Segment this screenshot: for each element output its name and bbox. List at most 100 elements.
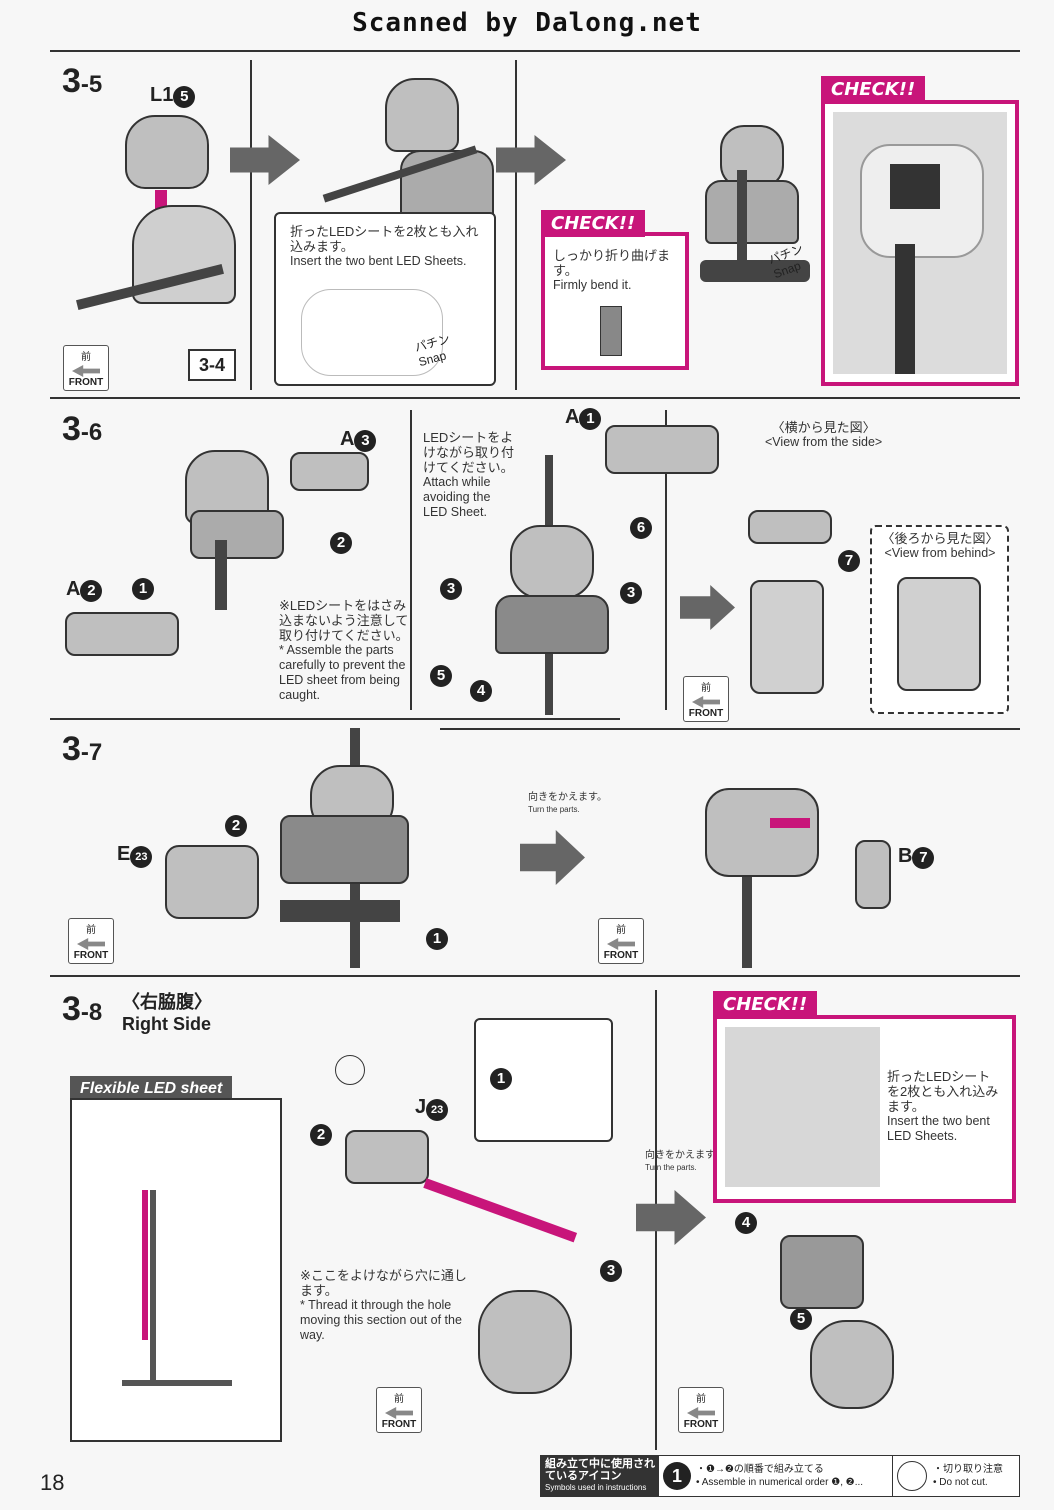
check-tag-3-8: CHECK!! bbox=[713, 991, 818, 1018]
rule-3-6-right bbox=[440, 728, 1020, 730]
body-3-7-right bbox=[705, 788, 819, 877]
side-body bbox=[750, 580, 824, 694]
callout-2: 2 bbox=[225, 815, 247, 837]
rule-3-6-left bbox=[50, 718, 620, 720]
behind-body bbox=[897, 577, 981, 691]
led-note: LEDシートをよけながら取り付けてください。 Attach while avoi… bbox=[423, 430, 515, 519]
note-en: Insert the two bent LED Sheets. bbox=[290, 254, 467, 268]
callout-1: 1 bbox=[426, 928, 448, 950]
check-jp: しっかり折り曲げます。 bbox=[553, 248, 671, 278]
page-number: 18 bbox=[40, 1470, 65, 1495]
led-sheet-base bbox=[700, 260, 810, 282]
led-3-7-right bbox=[742, 858, 752, 968]
check-box-3-8: CHECK!! 折ったLEDシートを2枚とも入れ込みます。 Insert the… bbox=[713, 991, 1016, 1203]
flex-led-frame bbox=[150, 1190, 156, 1380]
part-a2 bbox=[65, 612, 179, 656]
step-3-6-number: 3-6 bbox=[62, 410, 103, 448]
base-3-6-mid bbox=[495, 595, 609, 654]
callout-5: 5 bbox=[430, 665, 452, 687]
ghost-body bbox=[301, 289, 443, 376]
callout-2: 2 bbox=[310, 1124, 332, 1146]
divider-3-6-a bbox=[410, 410, 412, 710]
flex-tag-wrap: Flexible LED sheet bbox=[70, 1076, 240, 1101]
turn-note-3-8: 向きをかえます。 Turn the parts. bbox=[645, 1150, 724, 1172]
callout-4: 4 bbox=[735, 1212, 757, 1234]
head-part-right bbox=[720, 125, 784, 189]
flex-led-tag: Flexible LED sheet bbox=[70, 1076, 233, 1101]
ref-step-3-4: 3-4 bbox=[188, 349, 236, 381]
flex-led-pink-strip bbox=[423, 1178, 578, 1243]
part-e23 bbox=[165, 845, 259, 919]
step-3-8-title: 〈右脇腹〉 Right Side bbox=[122, 992, 212, 1034]
body-3-8 bbox=[478, 1290, 572, 1394]
legend-cut: ・切り取り注意 • Do not cut. bbox=[893, 1456, 1007, 1496]
callout-7: 7 bbox=[838, 550, 860, 572]
divider-3-5-a bbox=[250, 60, 252, 390]
callout-5: 5 bbox=[790, 1308, 812, 1330]
divider-3-5-b bbox=[515, 60, 517, 390]
head-3-6 bbox=[510, 525, 594, 599]
led-3-6 bbox=[215, 540, 227, 610]
callout-6: 6 bbox=[630, 517, 652, 539]
flex-led-runner bbox=[122, 1380, 232, 1386]
part-j23 bbox=[345, 1130, 429, 1184]
check-tag-large: CHECK!! bbox=[821, 76, 926, 103]
no-cut-icon bbox=[335, 1055, 365, 1085]
led-sheet-right bbox=[737, 170, 747, 280]
base-part-right bbox=[705, 180, 799, 244]
detail-circle: 1 bbox=[474, 1018, 613, 1142]
base-3-6 bbox=[190, 510, 284, 559]
part-a1 bbox=[605, 425, 719, 474]
scissors-no-cut-icon bbox=[897, 1461, 927, 1491]
top-rule bbox=[50, 50, 1020, 52]
divider-3-6-b bbox=[665, 410, 667, 710]
note-jp: 折ったLEDシートを2枚とも入れ込みます。 bbox=[290, 224, 479, 254]
bend-detail bbox=[600, 306, 622, 356]
check-tag: CHECK!! bbox=[541, 210, 646, 237]
order-icon: 1 bbox=[663, 1462, 691, 1490]
legend-order: 1 ・❶→❷の順番で組み立てる • Assemble in numerical … bbox=[659, 1456, 893, 1496]
side-view-title: 〈横から見た図〉 <View from the side> bbox=[765, 420, 883, 449]
check-box-small: CHECK!! しっかり折り曲げます。 Firmly bend it. bbox=[541, 210, 689, 370]
big-arrow-icon bbox=[520, 830, 585, 885]
behind-view-box: 〈後ろから見た図〉 <View from behind> bbox=[870, 525, 1009, 714]
head-part-l1 bbox=[125, 115, 209, 189]
photo-visor bbox=[890, 164, 940, 209]
step-3-5-number: 3-5 bbox=[62, 62, 103, 100]
photo-led bbox=[895, 244, 915, 374]
callout-2: 2 bbox=[330, 532, 352, 554]
rule-3-5 bbox=[50, 397, 1020, 399]
symbols-legend: 組み立て中に使用されているアイコン Symbols used in instru… bbox=[540, 1455, 1020, 1497]
scan-banner: Scanned by Dalong.net bbox=[352, 8, 702, 38]
callout-3: 3 bbox=[600, 1260, 622, 1282]
flex-led-sheet-box bbox=[70, 1098, 282, 1442]
step-3-8-number: 3-8 bbox=[62, 990, 103, 1028]
check-en: Firmly bend it. bbox=[553, 278, 632, 292]
peg-pink bbox=[770, 818, 810, 828]
flex-led-pink bbox=[142, 1190, 148, 1340]
big-arrow-icon bbox=[636, 1190, 706, 1245]
callout-3: 3 bbox=[620, 582, 642, 604]
big-arrow-icon bbox=[496, 135, 566, 185]
big-arrow-icon bbox=[230, 135, 300, 185]
callout-3: 3 bbox=[440, 578, 462, 600]
led-base-3-7 bbox=[280, 900, 400, 922]
base-3-7 bbox=[280, 815, 409, 884]
check-box-large: CHECK!! bbox=[821, 76, 1019, 386]
side-part bbox=[748, 510, 832, 544]
turn-note-3-7: 向きをかえます。 Turn the parts. bbox=[528, 792, 607, 814]
legend-title: 組み立て中に使用されているアイコン Symbols used in instru… bbox=[541, 1456, 659, 1496]
note-box-3-5: 折ったLEDシートを2枚とも入れ込みます。 Insert the two ben… bbox=[274, 212, 496, 386]
part-a3 bbox=[290, 452, 369, 491]
